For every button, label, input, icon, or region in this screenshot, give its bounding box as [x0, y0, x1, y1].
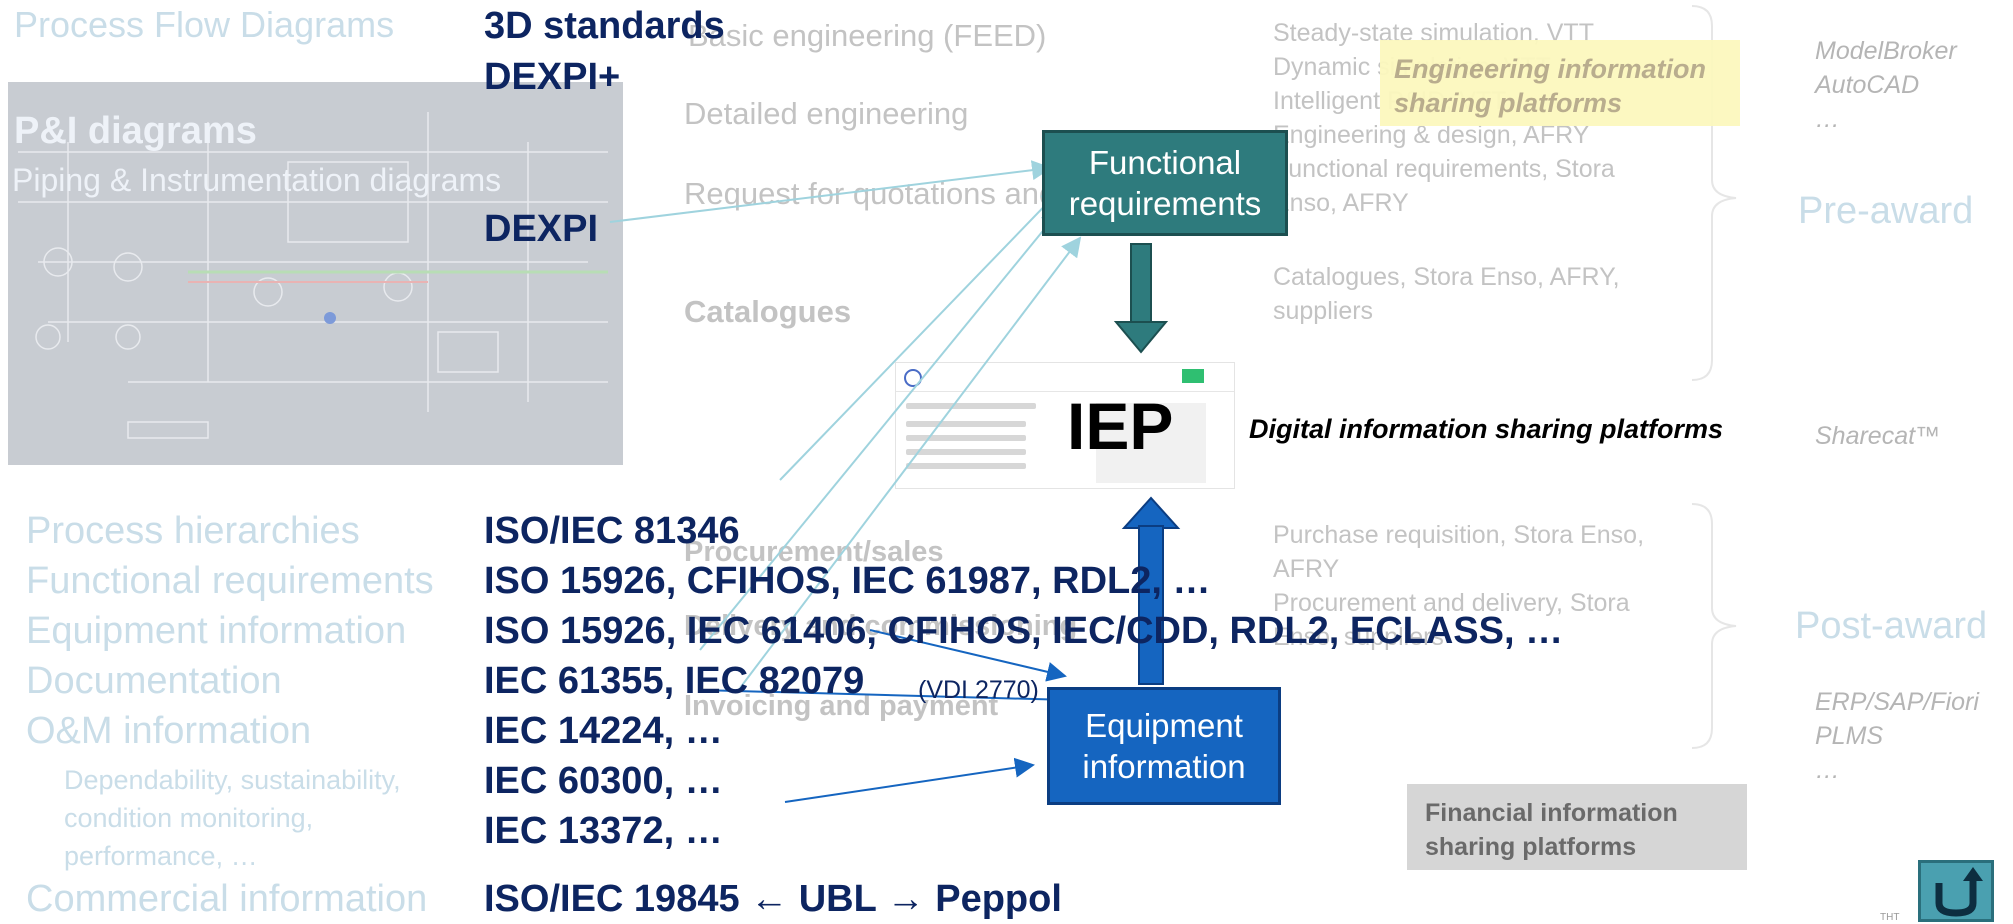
return-navigation-button[interactable]	[1918, 860, 1994, 922]
equipment-information-box: Equipment information	[1047, 687, 1281, 805]
phase-invoicing: Invoicing and payment	[684, 690, 999, 722]
post-award-label: Post-award	[1795, 605, 1988, 647]
pid-diagrams-title: P&I diagrams	[14, 110, 257, 152]
standard-functional-requirements: ISO 15926, CFIHOS, IEC 61987, RDL2, …	[484, 560, 1211, 602]
left-item-om-information: O&M information	[26, 710, 312, 752]
functional-box-line-2: requirements	[1068, 185, 1262, 222]
left-item-documentation: Documentation	[26, 660, 282, 702]
phase-delivery: Delivery and commissioning	[684, 610, 1078, 642]
right-post-item-4: Enso, suppliers	[1273, 623, 1444, 651]
equipment-box-line-1: Equipment	[1085, 706, 1243, 744]
iep-label: IEP	[1067, 389, 1174, 463]
om-detail-line-1: Dependability, sustainability,	[64, 765, 401, 795]
pid-diagram-image	[8, 82, 623, 465]
tool-autocad: AutoCAD	[1815, 71, 1920, 99]
financial-platforms-line-1: Financial information	[1425, 799, 1678, 827]
return-arrow-icon	[1935, 867, 1983, 917]
pre-award-label: Pre-award	[1798, 190, 1974, 232]
down-arrow-icon	[1113, 243, 1169, 354]
standard-condition-monitoring: IEC 13372, …	[484, 810, 723, 852]
phase-procurement: Procurement/sales	[684, 536, 944, 568]
standard-3d: 3D standards	[484, 5, 725, 47]
standard-documentation: IEC 61355, IEC 82079	[484, 660, 865, 702]
functional-box-line-1: Functional	[1088, 143, 1242, 181]
engineering-platforms-line-1: Engineering information	[1394, 54, 1707, 84]
tool-plms: PLMS	[1815, 722, 1884, 750]
tool-modelbroker: ModelBroker	[1815, 37, 1957, 65]
standard-commercial: ISO/IEC 19845 ← UBL → Peppol	[484, 878, 1062, 920]
phase-detailed-engineering: Detailed engineering	[684, 96, 969, 131]
left-item-process-hierarchies: Process hierarchies	[26, 510, 360, 552]
tool-erp: ERP/SAP/Fiori	[1815, 688, 1979, 716]
right-catalogues-item-1: Catalogues, Stora Enso, AFRY,	[1273, 263, 1620, 291]
tool-more-top: …	[1815, 105, 1840, 133]
standard-equipment-information: ISO 15926, IEC 61406, CFIHOS, IEC/CDD, R…	[484, 610, 1564, 652]
phase-catalogues: Catalogues	[684, 294, 852, 329]
standard-om-information: IEC 14224, …	[484, 710, 723, 752]
tools-bottom-list: ERP/SAP/Fiori PLMS …	[1815, 685, 1979, 787]
engineering-platforms-note: Engineering information sharing platform…	[1380, 40, 1740, 126]
right-post-item-3: Procurement and delivery, Stora	[1273, 589, 1630, 617]
digital-platforms-label: Digital information sharing platforms	[1249, 414, 1724, 444]
engineering-platforms-line-2: sharing platforms	[1394, 88, 1623, 118]
financial-platforms-line-2: sharing platforms	[1425, 833, 1637, 861]
tool-sharecat: Sharecat™	[1815, 422, 1941, 450]
pid-drawing-lines	[18, 112, 608, 439]
up-arrow-icon	[1121, 496, 1181, 685]
right-catalogues-item-2: suppliers	[1273, 297, 1374, 325]
right-post-award-list: Purchase requisition, Stora Enso, AFRY P…	[1273, 518, 1644, 654]
standard-dexpi: DEXPI	[484, 208, 599, 250]
om-detail-line-2: condition monitoring,	[64, 803, 314, 833]
equipment-box-line-2: information	[1082, 748, 1246, 785]
right-catalogues-list: Catalogues, Stora Enso, AFRY, suppliers	[1273, 260, 1620, 328]
iep-platform-screenshot	[895, 362, 1235, 489]
left-item-equipment-information: Equipment information	[26, 610, 407, 652]
tool-more-bottom: …	[1815, 756, 1840, 784]
financial-platforms-note: Financial information sharing platforms	[1407, 784, 1747, 870]
right-post-item-1: Purchase requisition, Stora Enso,	[1273, 521, 1645, 549]
functional-requirements-box: Functional requirements	[1042, 130, 1288, 236]
standard-dexpi-plus: DEXPI+	[484, 56, 621, 98]
footer-small-text: THT	[1880, 912, 1900, 923]
left-item-commercial-information: Commercial information	[26, 878, 428, 920]
right-pre-item-6: Enso, AFRY	[1273, 189, 1409, 217]
pid-diagrams-subtitle: Piping & Instrumentation diagrams	[12, 162, 502, 198]
standard-process-hierarchies: ISO/IEC 81346	[484, 510, 740, 552]
left-item-functional-requirements: Functional requirements	[26, 560, 434, 602]
right-pre-item-5: Functional requirements, Stora	[1273, 155, 1615, 183]
om-detail-line-3: performance, …	[64, 841, 258, 871]
standard-dependability: IEC 60300, …	[484, 760, 723, 802]
process-flow-diagrams-title: Process Flow Diagrams	[14, 4, 395, 45]
phase-feed: Basic engineering (FEED)	[688, 18, 1047, 53]
tools-top-list: ModelBroker AutoCAD …	[1815, 34, 1957, 136]
standard-vdi-2770: (VDI 2770)	[918, 676, 1039, 704]
right-post-item-2: AFRY	[1273, 555, 1340, 583]
